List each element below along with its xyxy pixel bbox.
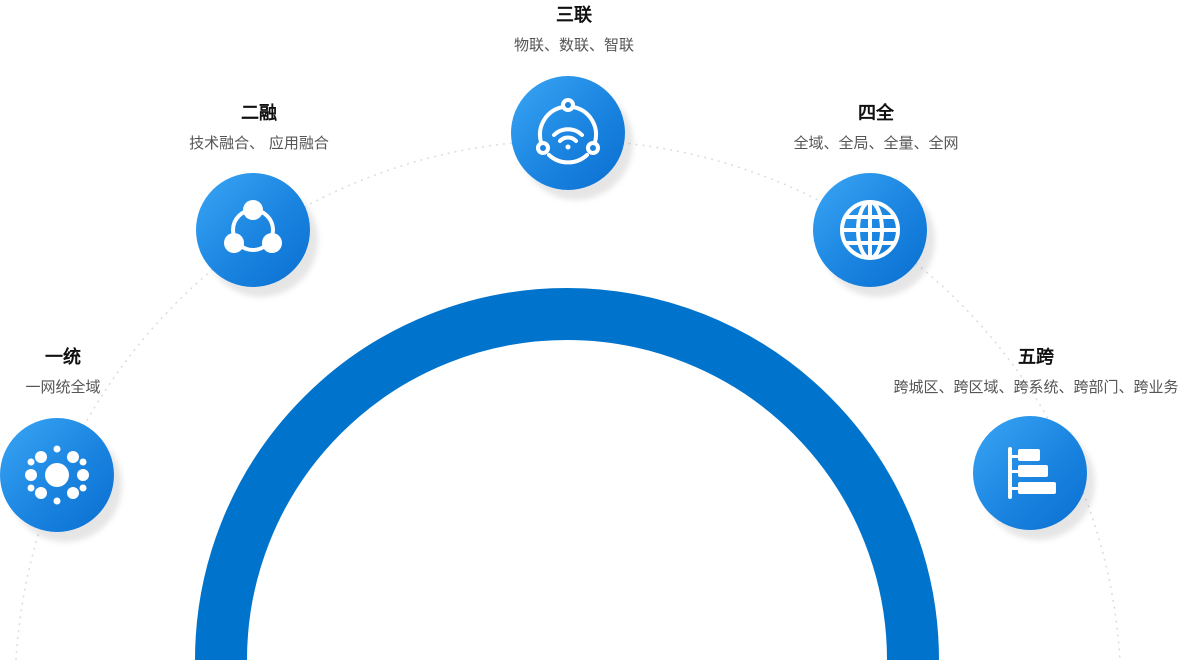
wifi-nodes-icon <box>511 76 625 190</box>
node-title: 五跨 <box>1017 347 1054 368</box>
label-wukua: 五跨 跨城区、跨区域、跨系统、跨部门、跨业务 <box>893 346 1178 398</box>
label-siquan: 四全 全域、全局、全量、全网 <box>793 102 958 154</box>
node-subtitle: 物联、数联、智联 <box>513 36 635 54</box>
label-erong: 二融 技术融合、 应用融合 <box>189 102 329 154</box>
node-title: 四全 <box>857 103 894 124</box>
main-arc <box>195 288 939 661</box>
node-subtitle: 全域、全局、全量、全网 <box>793 134 959 152</box>
dotted-orbit <box>15 139 1121 661</box>
label-yitong: 一统 一网统全域 <box>25 346 100 398</box>
label-sanlian: 三联 物联、数联、智联 <box>514 4 634 56</box>
node-subtitle: 跨城区、跨区域、跨系统、跨部门、跨业务 <box>893 378 1179 396</box>
dots-ring-icon <box>0 418 114 532</box>
node-title: 一统 <box>44 347 81 368</box>
hierarchy-bars-icon <box>973 416 1087 530</box>
node-subtitle: 技术融合、 应用融合 <box>189 134 329 152</box>
node-title: 二融 <box>241 103 277 124</box>
node-subtitle: 一网统全域 <box>25 378 101 396</box>
node-title: 三联 <box>555 5 592 26</box>
globe-icon <box>813 173 927 287</box>
triangle-nodes-icon <box>196 173 310 287</box>
